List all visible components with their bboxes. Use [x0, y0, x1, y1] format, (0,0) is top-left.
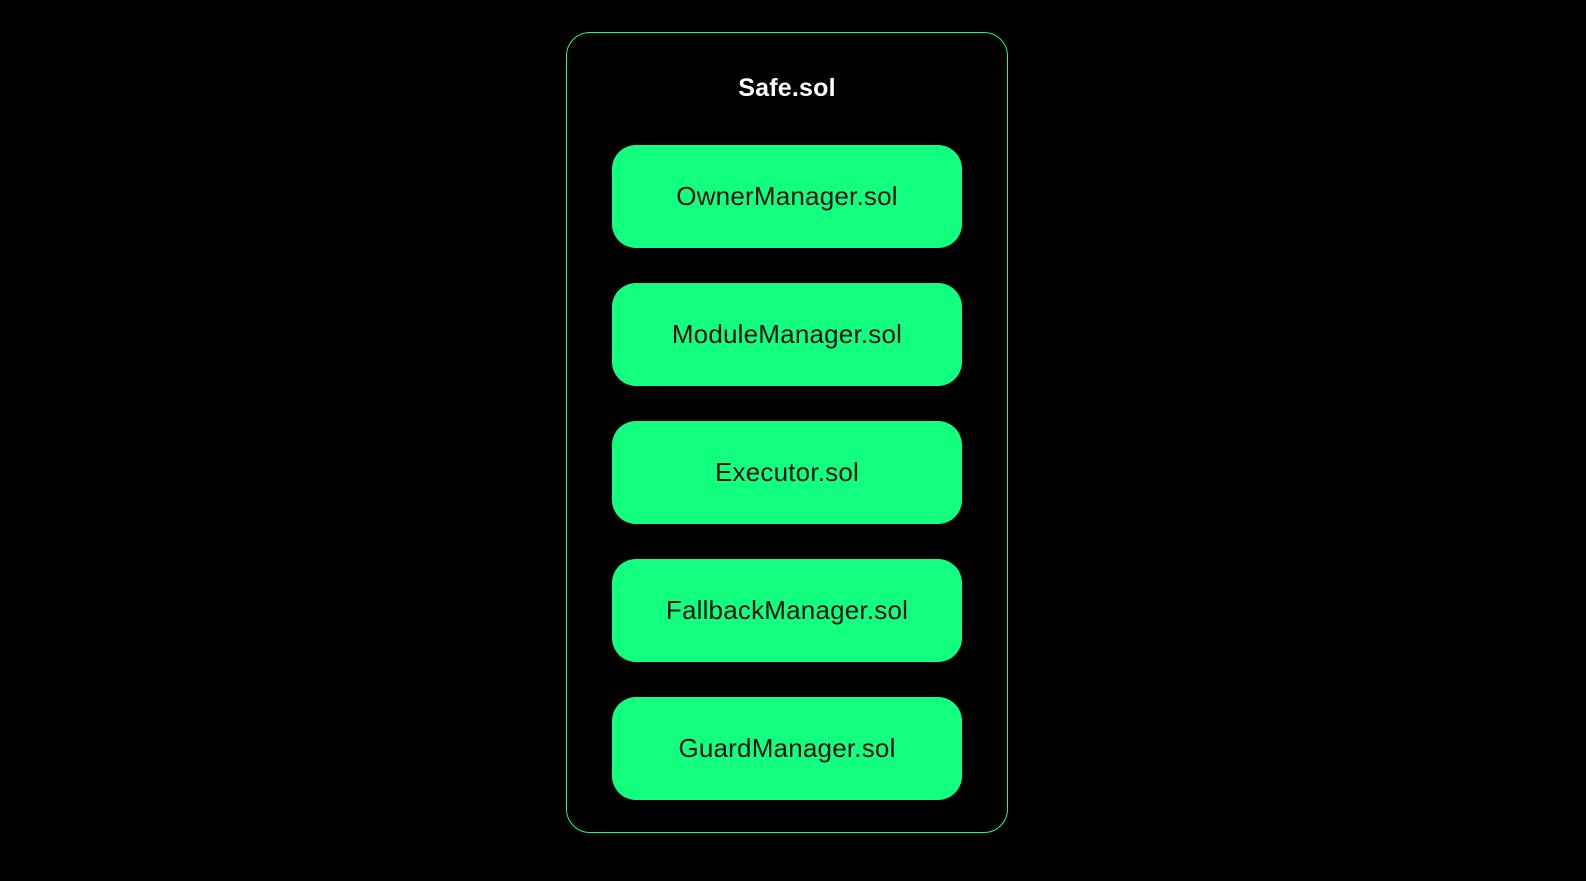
module-modulemanager-sol: ModuleManager.sol [612, 283, 962, 386]
module-label: GuardManager.sol [678, 733, 896, 763]
module-label: OwnerManager.sol [676, 181, 898, 211]
safe-sol-container: Safe.sol OwnerManager.sol ModuleManager.… [566, 32, 1008, 833]
module-stack: OwnerManager.sol ModuleManager.sol Execu… [612, 145, 962, 800]
module-fallbackmanager-sol: FallbackManager.sol [612, 559, 962, 662]
module-label: ModuleManager.sol [671, 319, 903, 349]
module-label: Executor.sol [714, 457, 860, 487]
module-ownermanager-sol: OwnerManager.sol [612, 145, 962, 248]
module-label: FallbackManager.sol [665, 595, 909, 625]
module-guardmanager-sol: GuardManager.sol [612, 697, 962, 800]
module-executor-sol: Executor.sol [612, 421, 962, 524]
diagram-title: Safe.sol [738, 74, 836, 102]
